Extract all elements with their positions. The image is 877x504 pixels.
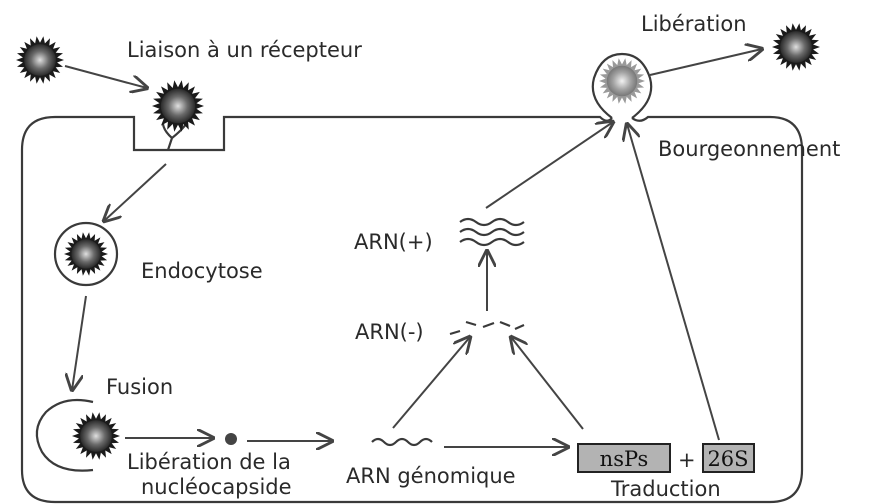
label-budding: Bourgeonnement <box>658 137 840 161</box>
label-release: Libération <box>641 12 747 36</box>
budding-vesicle-membrane <box>591 52 653 119</box>
label-translation: Traduction <box>610 477 721 501</box>
label-genomic-rna: ARN génomique <box>346 464 516 488</box>
virus-bound-icon <box>152 80 204 132</box>
label-binding: Liaison à un récepteur <box>127 38 362 62</box>
label-plus-sign: + <box>678 448 696 472</box>
virus-budding-icon <box>599 58 645 104</box>
arrow-binding-to-endocytosis <box>104 163 167 221</box>
label-endocytosis: Endocytose <box>141 259 263 283</box>
26s-box-label: 26S <box>707 447 748 471</box>
genomic-rna-squiggle <box>371 437 433 447</box>
nsps-box-label: nsPs <box>600 447 649 471</box>
arrow-rna-to-rna-minus <box>392 337 470 429</box>
label-fusion: Fusion <box>106 375 173 399</box>
virus-released-icon <box>772 23 820 71</box>
label-nucleocapsid-release-1: Libération de la <box>127 450 291 474</box>
label-rna-minus: ARN(-) <box>355 320 424 344</box>
label-nucleocapsid-release-2: nucléocapside <box>141 475 292 499</box>
arrow-26s-to-budding <box>627 124 720 441</box>
arrow-nsps-to-rna-minus <box>511 337 584 430</box>
fusion-vesicle <box>35 398 94 472</box>
26s-box <box>702 443 755 473</box>
rna-plus-strands <box>459 217 525 247</box>
endosome-vesicle <box>53 221 119 287</box>
arrow-budding-to-release <box>649 49 762 76</box>
virus-endosome-icon <box>64 232 108 276</box>
rna-minus-fragments <box>449 320 525 336</box>
virus-free-icon <box>16 36 64 84</box>
nsps-box <box>577 443 671 473</box>
arrow-endocytosis-to-fusion <box>72 295 87 390</box>
arrow-virus-to-binding <box>64 65 147 88</box>
virus-fusion-icon <box>72 412 120 460</box>
arrow-rna-plus-to-budding <box>485 122 613 209</box>
nucleocapsid-dot <box>225 433 237 445</box>
label-rna-plus: ARN(+) <box>354 230 433 254</box>
